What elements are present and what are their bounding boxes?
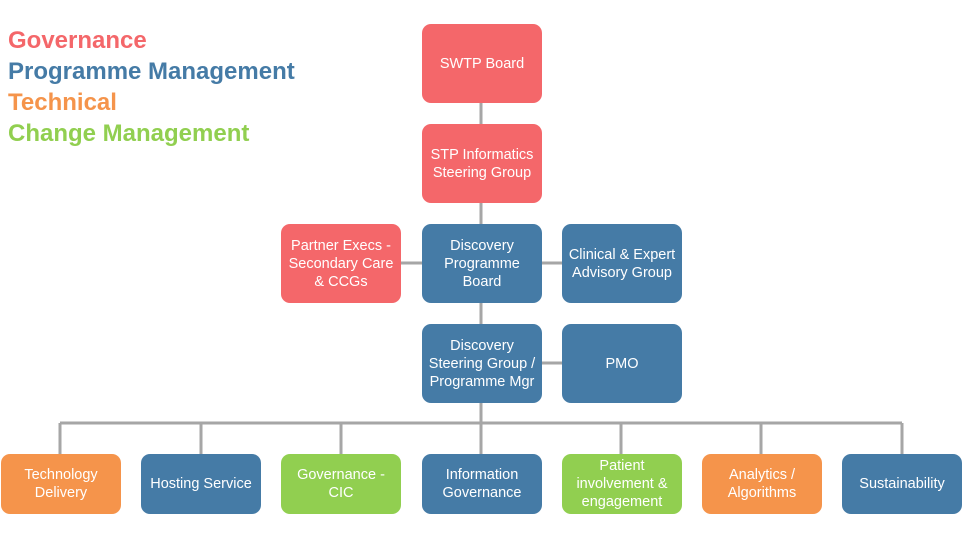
node-discovery-steering-group: Discovery Steering Group / Programme Mgr — [422, 324, 542, 403]
node-governance-cic: Governance - CIC — [281, 454, 401, 514]
legend-governance: Governance — [8, 27, 147, 54]
node-clinical-expert-advisory-group: Clinical & Expert Advisory Group — [562, 224, 682, 303]
node-discovery-programme-board: Discovery Programme Board — [422, 224, 542, 303]
node-stp-informatics-steering-group: STP Informatics Steering Group — [422, 124, 542, 203]
node-patient-involvement-engagement: Patient involvement & engagement — [562, 454, 682, 514]
node-technology-delivery: Technology Delivery — [1, 454, 121, 514]
node-sustainability: Sustainability — [842, 454, 962, 514]
legend-technical: Technical — [8, 89, 117, 116]
node-pmo: PMO — [562, 324, 682, 403]
legend-change-management: Change Management — [8, 120, 250, 147]
legend-programme-management: Programme Management — [8, 58, 295, 85]
node-information-governance: Information Governance — [422, 454, 542, 514]
node-partner-execs: Partner Execs - Secondary Care & CCGs — [281, 224, 401, 303]
node-hosting-service: Hosting Service — [141, 454, 261, 514]
node-analytics-algorithms: Analytics / Algorithms — [702, 454, 822, 514]
node-swtp-board: SWTP Board — [422, 24, 542, 103]
